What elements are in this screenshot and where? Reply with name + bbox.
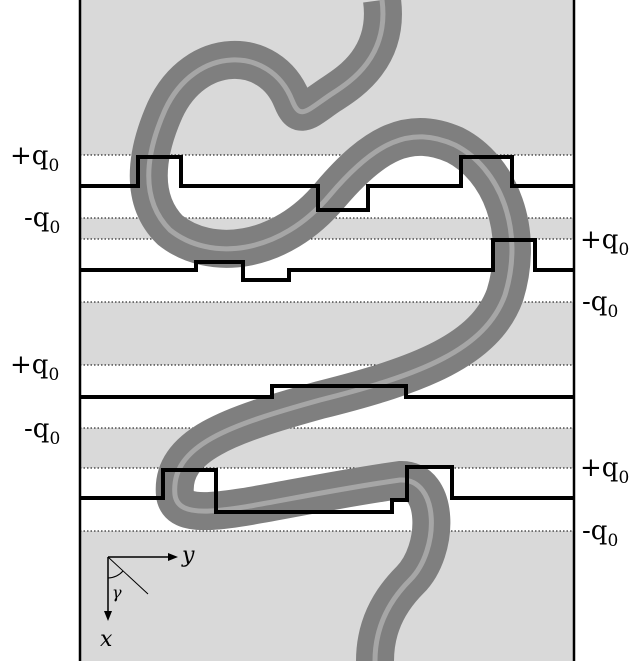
axes-indicator [104, 553, 178, 621]
label-plus-q0-right-2: +q0 [580, 453, 629, 488]
step-line-4 [80, 465, 574, 514]
x-axis-arrowhead [104, 611, 112, 621]
step-line-3 [80, 384, 574, 399]
gamma-arc [107, 570, 124, 579]
label-minus-q0-right-2: -q0 [582, 516, 618, 551]
label-plus-q0-right-1: +q0 [580, 225, 629, 260]
gamma-direction-line [107, 556, 149, 595]
label-minus-q0-left-1: -q0 [24, 203, 60, 238]
step-lines [80, 155, 574, 514]
y-axis-label: y [181, 543, 195, 568]
step-line-2 [80, 238, 574, 282]
label-plus-q0-left-2: +q0 [10, 350, 59, 385]
x-axis-label: x [100, 627, 113, 652]
label-minus-q0-left-2: -q0 [24, 414, 60, 449]
y-axis-arrowhead [168, 553, 178, 561]
step-line-1 [80, 155, 574, 212]
tube-inner [146, 0, 515, 661]
label-minus-q0-right-1: -q0 [582, 287, 618, 322]
gamma-label: γ [112, 583, 122, 602]
curved-tube [129, 0, 531, 661]
label-plus-q0-left-1: +q0 [10, 141, 59, 176]
